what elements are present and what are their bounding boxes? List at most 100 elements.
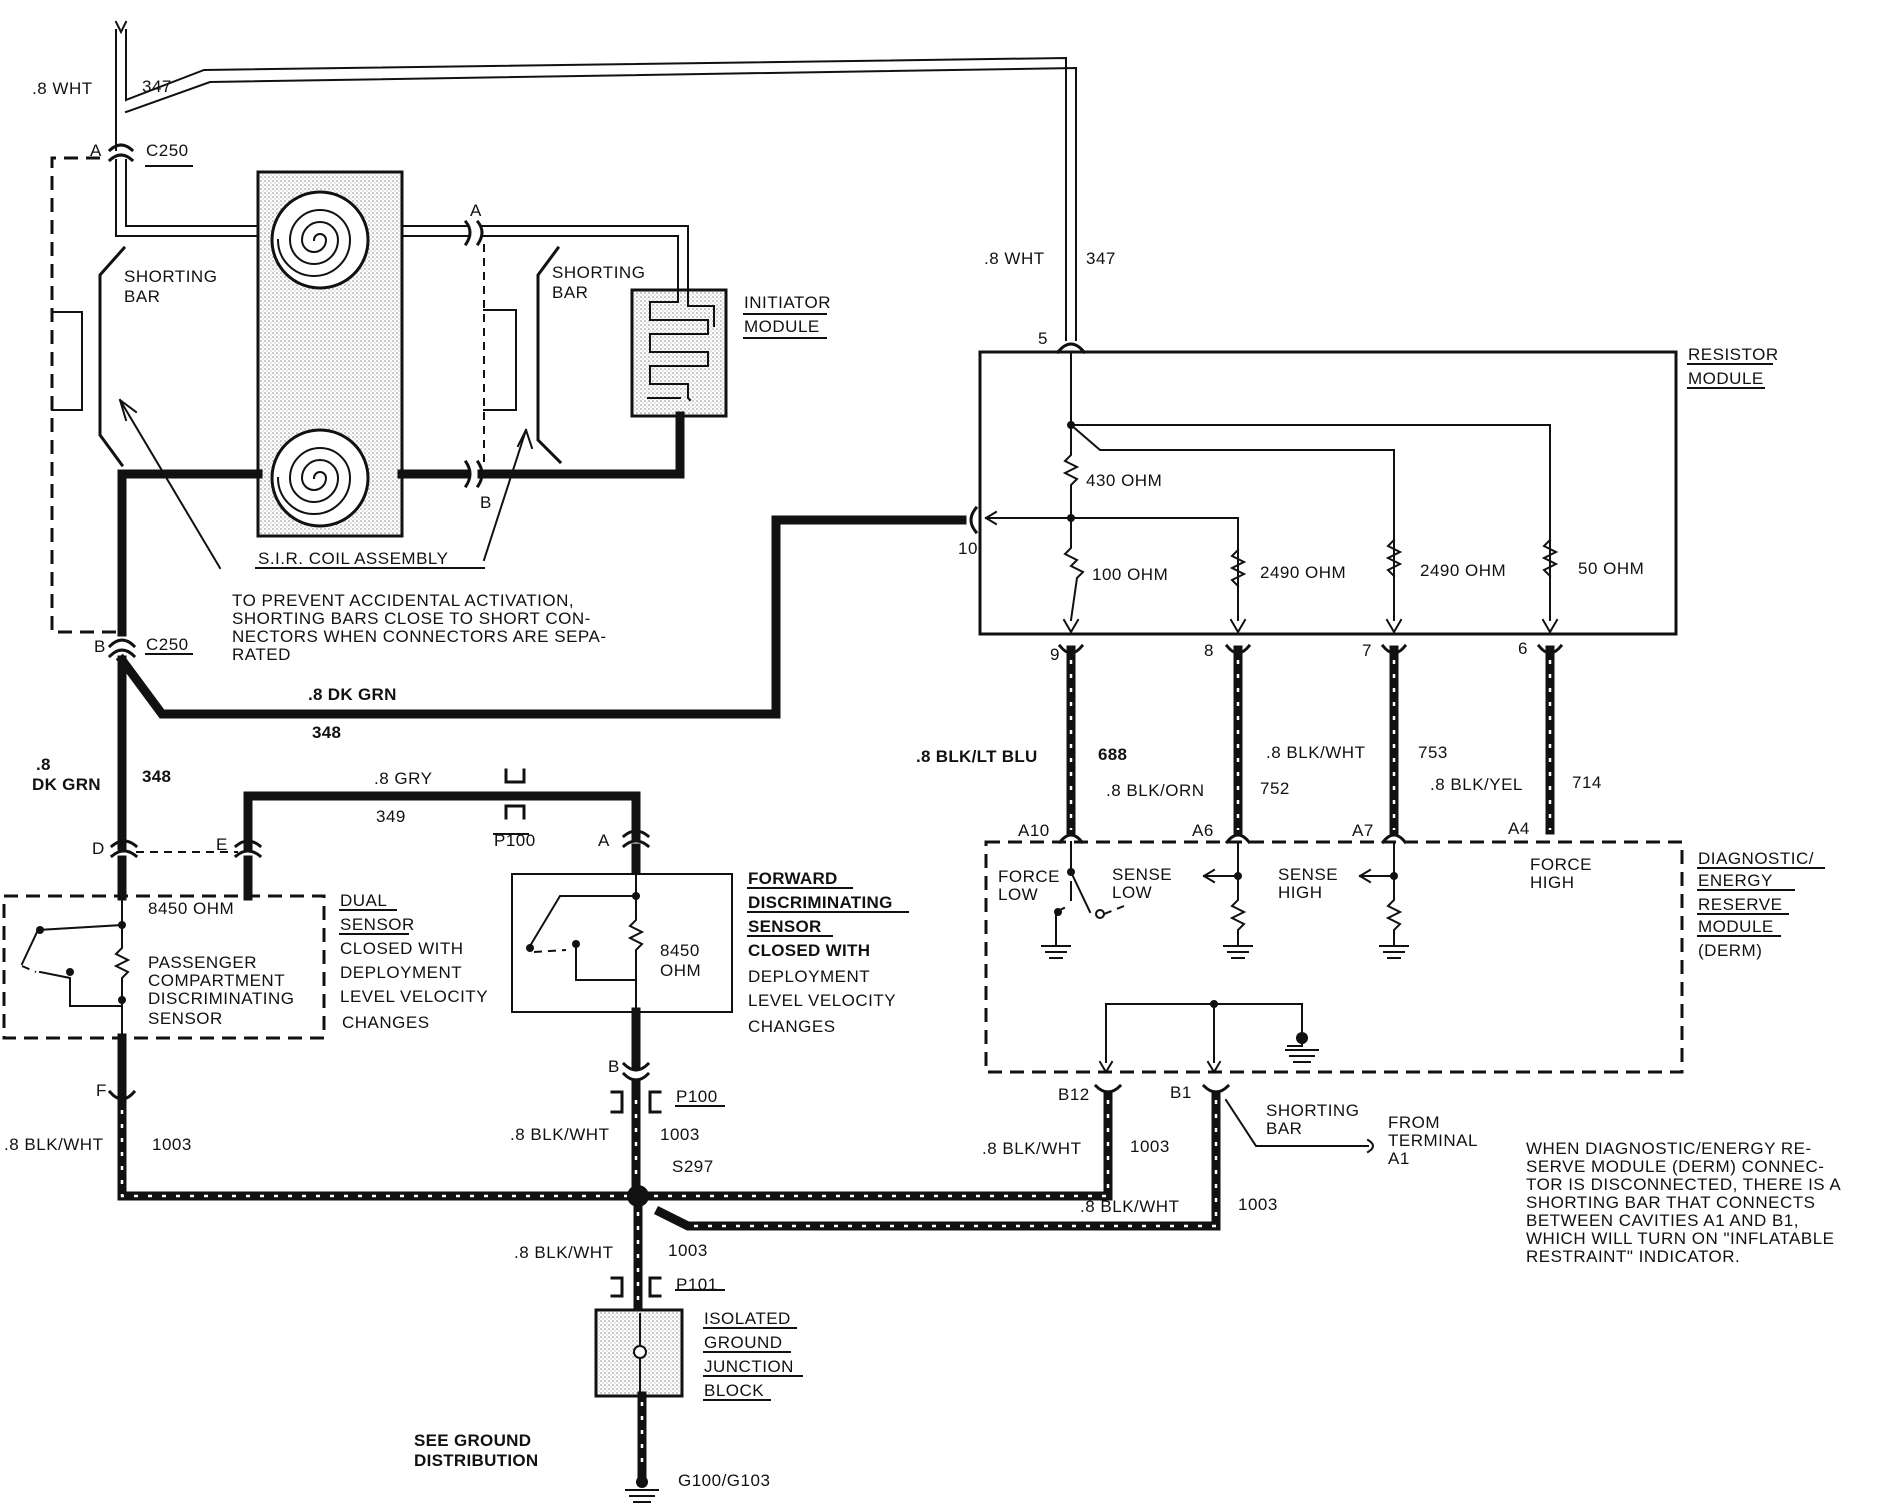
shorting-arrow-left [118, 398, 222, 570]
shorting-bar-mid [536, 245, 563, 465]
label-see-ground-2: DISTRIBUTION [414, 1451, 538, 1470]
label-blkorn: .8 BLK/ORN [1106, 781, 1205, 800]
label-from-2: TERMINAL [1388, 1131, 1478, 1150]
label-force-high-1: FORCE [1530, 855, 1592, 874]
wire-initiator-to-connB [477, 411, 685, 479]
label-gry: .8 GRY [374, 769, 432, 788]
label-force-high-2: HIGH [1530, 873, 1575, 892]
label-sir-coil: S.I.R. COIL ASSEMBLY [258, 549, 448, 568]
label-fwd-3: SENSOR [748, 917, 822, 936]
label-note1-4: RATED [232, 645, 291, 664]
label-430ohm: 430 OHM [1086, 471, 1162, 490]
label-1003-center: 1003 [660, 1125, 700, 1144]
label-pin-a-c250: A [90, 141, 102, 160]
label-pass-2: PASSENGER [148, 953, 257, 972]
label-force-low-1: FORCE [998, 867, 1060, 886]
label-note2-4: SHORTING BAR THAT CONNECTS [1526, 1193, 1815, 1212]
label-blkwht-center: .8 BLK/WHT [510, 1125, 609, 1144]
label-fwd-ohm-1: 8450 [660, 941, 700, 960]
label-blkwht-left: .8 BLK/WHT [4, 1135, 103, 1154]
label-fwd-4: CLOSED WITH [748, 941, 870, 960]
label-blkwht-bot: .8 BLK/WHT [514, 1243, 613, 1262]
text-labels: .8 WHT 347 A C250 SHORTING BAR SHORTING … [4, 77, 1841, 1490]
label-note2-6: WHICH WILL TURN ON "INFLATABLE [1526, 1229, 1835, 1248]
label-sense-low-1: SENSE [1112, 865, 1172, 884]
label-shorting-mid-2: BAR [552, 283, 588, 302]
label-underlines [145, 165, 1825, 1401]
label-shorting-r-2: BAR [1266, 1119, 1302, 1138]
label-sense-high-2: HIGH [1278, 883, 1323, 902]
resistor-2490-a [1229, 548, 1247, 588]
label-pin-10: 10 [958, 539, 978, 558]
label-1003-b12: 1003 [1130, 1137, 1170, 1156]
label-igjb-3: JUNCTION [704, 1357, 794, 1376]
label-dual-6: CHANGES [342, 1013, 430, 1032]
label-note1-2: SHORTING BARS CLOSE TO SHORT CON- [232, 609, 591, 628]
label-pin-b-coil: B [480, 493, 492, 512]
coil-spiral-top [270, 190, 370, 290]
dual-sensor-dashed [2, 894, 326, 1040]
label-1003-bot: 1003 [668, 1241, 708, 1260]
derm-internal [1041, 841, 1409, 1074]
label-348-mid: 348 [312, 723, 341, 742]
label-fwd-6: LEVEL VELOCITY [748, 991, 896, 1010]
label-688: 688 [1098, 745, 1127, 764]
label-pass-1: 8450 OHM [148, 899, 234, 918]
label-igjb-1: ISOLATED [704, 1309, 791, 1328]
label-pass-3: COMPARTMENT [148, 971, 285, 990]
label-dual-1: DUAL [340, 891, 387, 910]
coil-connector-a [463, 219, 484, 247]
label-100ohm: 100 OHM [1092, 565, 1168, 584]
resistor-pin-5-connector [1055, 342, 1087, 355]
initiator-module [630, 288, 728, 418]
label-dual-4: DEPLOYMENT [340, 963, 462, 982]
label-s297: S297 [672, 1157, 714, 1176]
wire-d-e-connectors [109, 791, 641, 901]
label-wht-top: .8 WHT [32, 79, 93, 98]
label-c250-bot: C250 [146, 635, 189, 654]
label-derm-3: RESERVE [1698, 895, 1782, 914]
wire-c250a-to-coil [115, 159, 259, 237]
label-347-right: 347 [1086, 249, 1116, 268]
resistor-50 [1541, 538, 1559, 578]
wire-connA-to-initiator [481, 225, 689, 291]
label-pin-f: F [96, 1081, 107, 1100]
c250-connector-b [107, 638, 137, 659]
label-pin-a-fwd: A [598, 831, 610, 850]
label-dkgrn-left-1: .8 [36, 755, 51, 774]
shorting-dashed-left [50, 156, 118, 634]
label-g100: G100/G103 [678, 1471, 770, 1490]
label-c250-top: C250 [146, 141, 189, 160]
coil-spiral-bottom [270, 428, 370, 528]
label-p101: P101 [676, 1275, 718, 1294]
label-pin-8: 8 [1204, 641, 1214, 660]
wire-f-to-s297 [117, 1101, 645, 1201]
label-force-low-2: LOW [998, 885, 1038, 904]
shorting-contact-left [51, 311, 83, 411]
label-shorting-mid-1: SHORTING [552, 263, 645, 282]
resistor-pin-10-connector [969, 505, 979, 535]
label-pin-5: 5 [1038, 329, 1048, 348]
label-pin-9: 9 [1050, 645, 1060, 664]
label-p100-bot: P100 [676, 1087, 718, 1106]
resistor-2490-b [1385, 538, 1403, 578]
label-note2-7: RESTRAINT" INDICATOR. [1526, 1247, 1740, 1266]
label-pin-a-coil: A [470, 201, 482, 220]
wire-348-dkgrn [115, 515, 967, 851]
label-714: 714 [1572, 773, 1602, 792]
label-blkltblu: .8 BLK/LT BLU [916, 747, 1038, 766]
label-2490ohm-b: 2490 OHM [1420, 561, 1506, 580]
label-dkgrn-left-2: DK GRN [32, 775, 101, 794]
label-pin-a4: A4 [1508, 819, 1530, 838]
isolated-ground-junction-block [594, 1308, 684, 1398]
label-50ohm: 50 OHM [1578, 559, 1644, 578]
p100-bottom-connector [610, 1090, 662, 1114]
label-2490ohm-a: 2490 OHM [1260, 563, 1346, 582]
label-blkwht-b12: .8 BLK/WHT [982, 1139, 1081, 1158]
label-pass-4: DISCRIMINATING [148, 989, 294, 1008]
connector-a-fwd [621, 829, 651, 849]
passenger-sensor-internal [20, 895, 131, 1039]
label-pass-5: SENSOR [148, 1009, 223, 1028]
